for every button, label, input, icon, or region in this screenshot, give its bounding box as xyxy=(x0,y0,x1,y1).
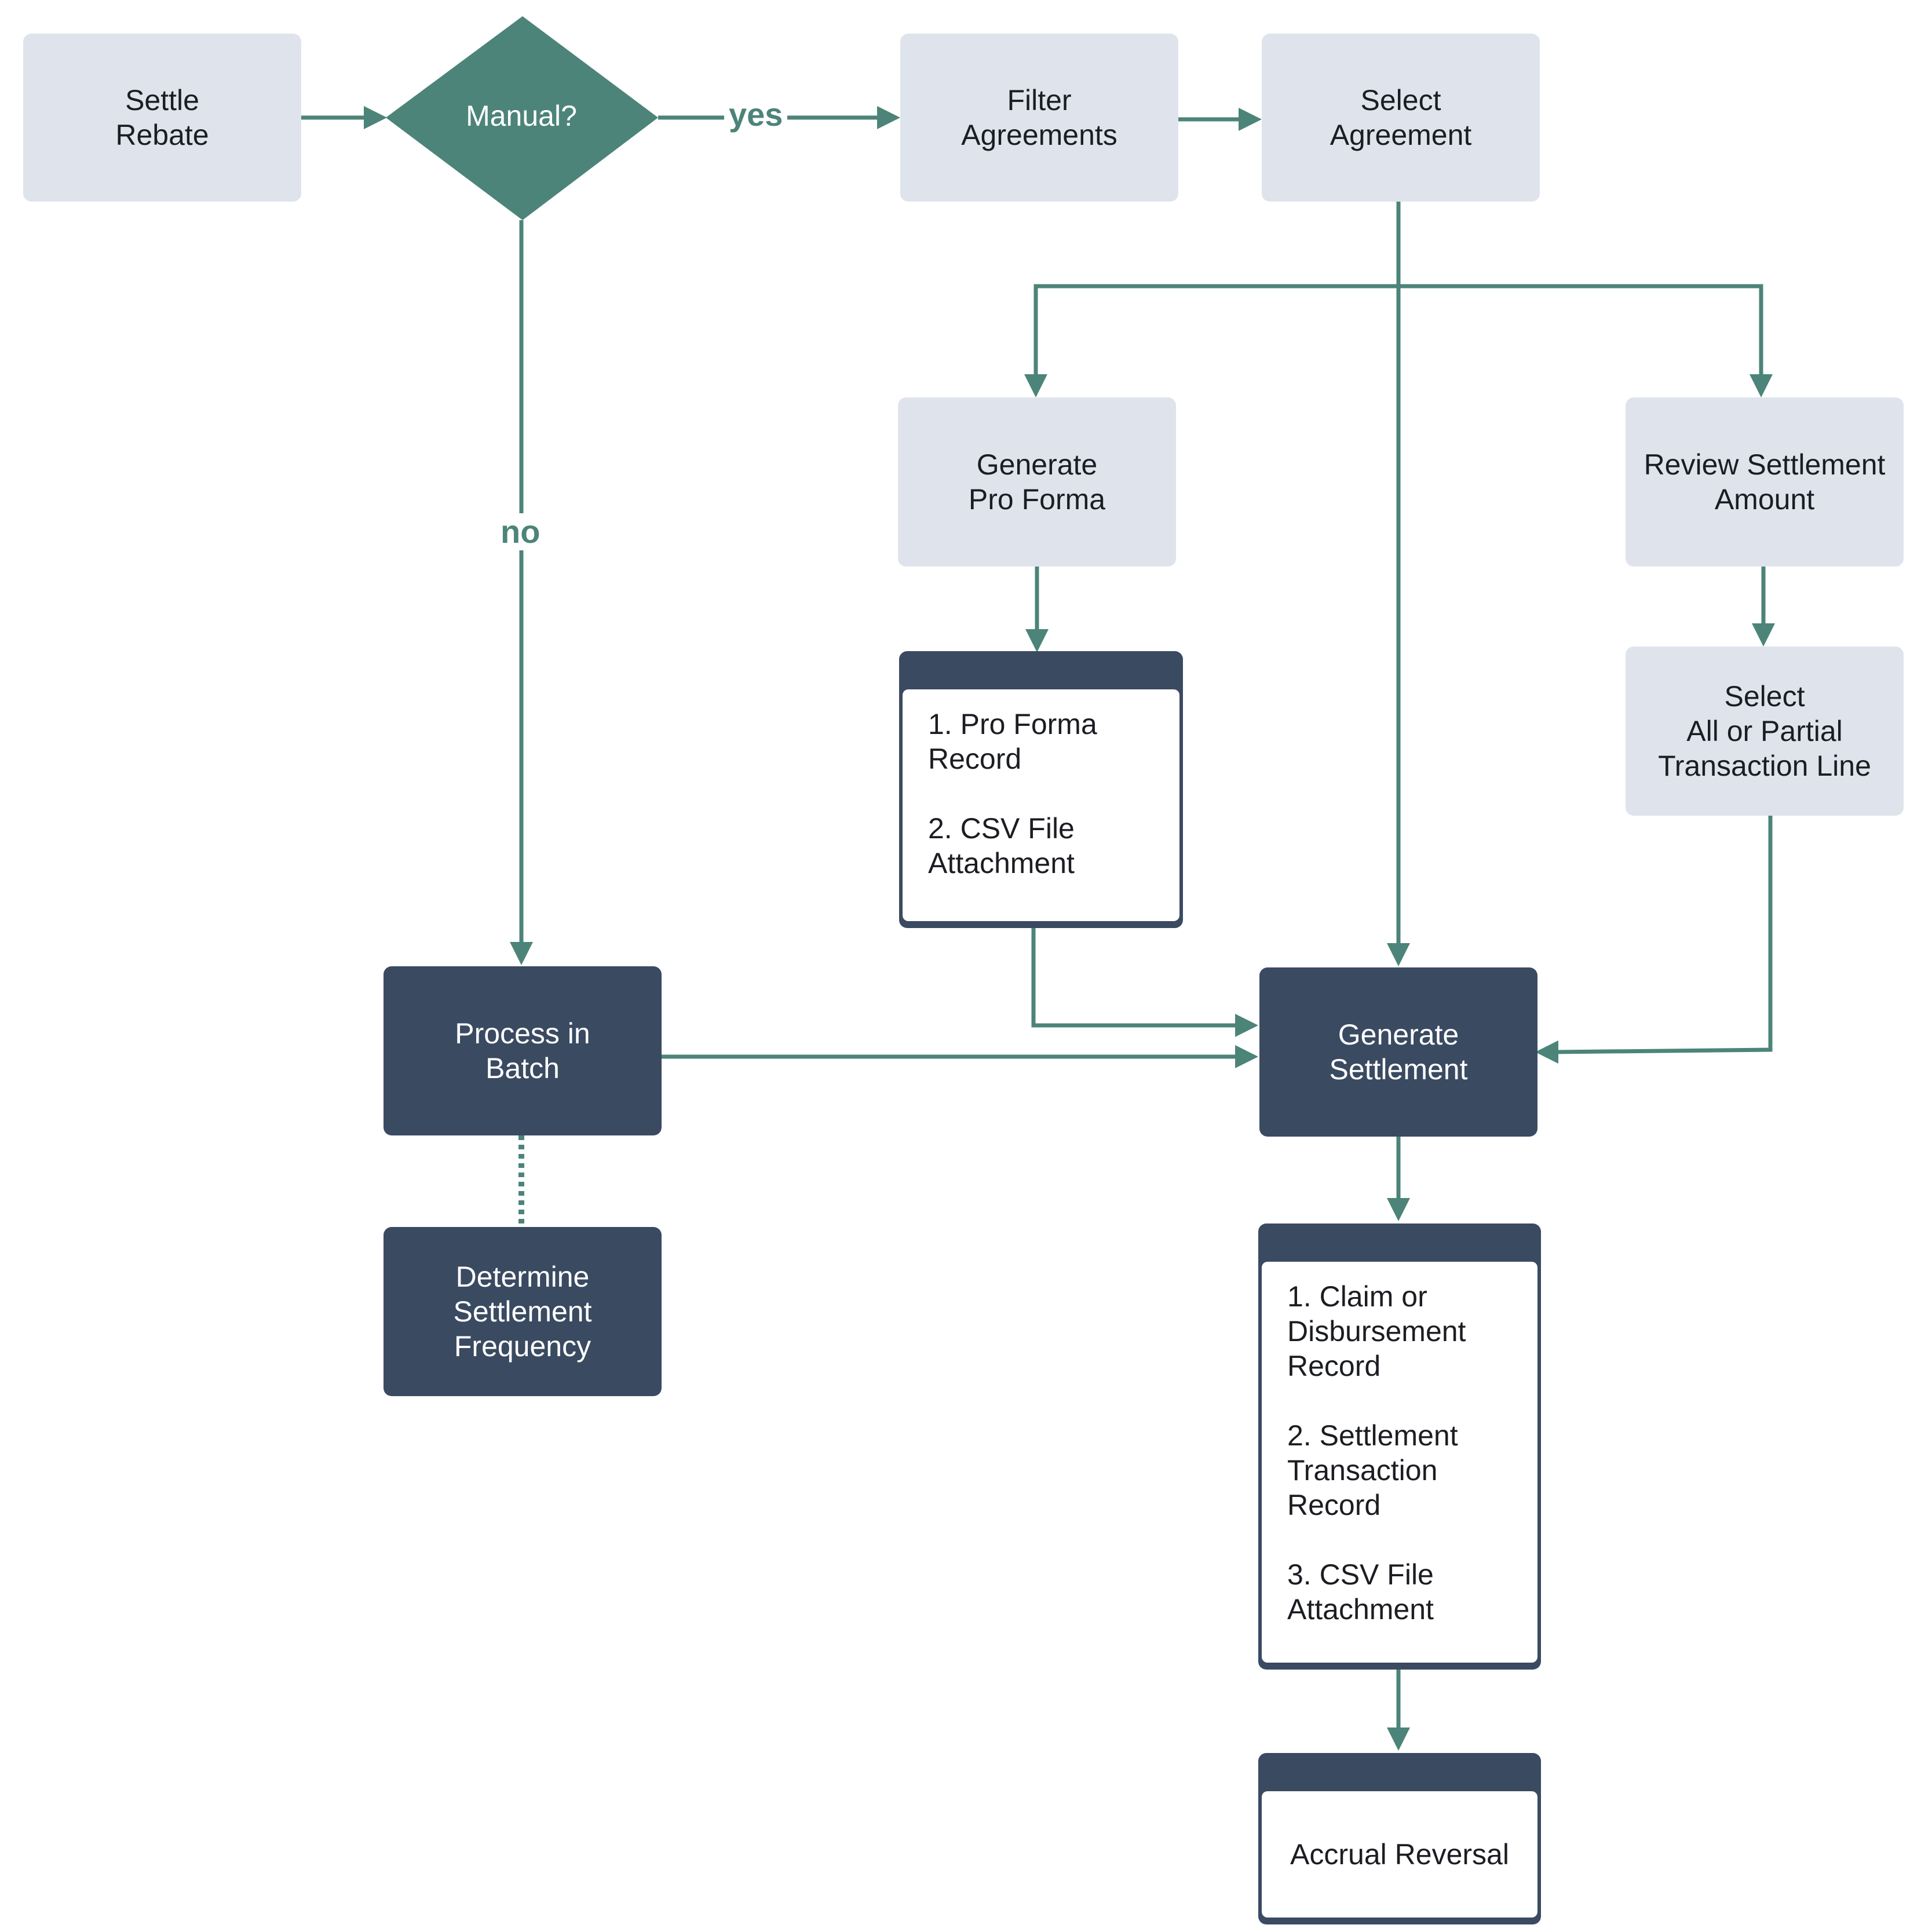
node-generate-pro-forma[interactable]: Generate Pro Forma xyxy=(898,397,1176,567)
arrowhead xyxy=(1025,629,1049,652)
arrowhead xyxy=(1235,1014,1258,1037)
node-determine-settlement-frequency-label: Determine Settlement Frequency xyxy=(453,1261,592,1363)
edge-label-yes: yes xyxy=(724,96,788,133)
node-select-agreement-label: Select Agreement xyxy=(1330,84,1472,151)
decision-manual-label: Manual? xyxy=(466,100,577,132)
edge-split-to-review xyxy=(1398,284,1763,377)
node-review-settlement-amount[interactable]: Review Settlement Amount xyxy=(1626,397,1904,567)
node-settlement-outputs[interactable]: 1. Claim or Disbursement Record 2. Settl… xyxy=(1258,1224,1541,1670)
node-settle-rebate-label: Settle Rebate xyxy=(115,84,209,151)
arrowhead xyxy=(1239,108,1262,131)
arrowhead xyxy=(364,106,387,129)
arrowhead xyxy=(510,942,533,965)
edge-select-lines-to-settlement xyxy=(1554,815,1773,1054)
node-filter-agreements[interactable]: Filter Agreements xyxy=(900,34,1178,202)
node-pro-forma-outputs[interactable]: 1. Pro Forma Record 2. CSV File Attachme… xyxy=(899,651,1183,928)
node-generate-settlement[interactable]: Generate Settlement xyxy=(1259,967,1537,1137)
arrowhead xyxy=(1752,623,1775,647)
node-settlement-outputs-header xyxy=(1262,1224,1537,1262)
arrowhead xyxy=(877,106,900,129)
edge-outputs-to-settlement xyxy=(1031,925,1240,1028)
edge-split-to-pro-forma xyxy=(1033,284,1398,377)
node-select-transaction-lines[interactable]: Select All or Partial Transaction Line xyxy=(1626,647,1904,816)
arrowhead xyxy=(1387,1198,1410,1221)
node-process-in-batch[interactable]: Process in Batch xyxy=(384,966,662,1135)
node-pro-forma-outputs-header xyxy=(903,651,1179,689)
arrowhead xyxy=(1235,1045,1258,1068)
node-accrual-reversal[interactable]: Accrual Reversal xyxy=(1258,1753,1541,1924)
node-pro-forma-outputs-body: 1. Pro Forma Record 2. CSV File Attachme… xyxy=(903,689,1179,921)
node-accrual-reversal-header xyxy=(1262,1753,1537,1791)
node-select-transaction-lines-label: Select All or Partial Transaction Line xyxy=(1658,680,1871,782)
node-review-settlement-amount-label: Review Settlement Amount xyxy=(1644,448,1886,516)
node-select-agreement[interactable]: Select Agreement xyxy=(1262,34,1540,202)
arrowhead xyxy=(1387,943,1410,966)
node-generate-settlement-label: Generate Settlement xyxy=(1329,1018,1468,1086)
node-generate-pro-forma-label: Generate Pro Forma xyxy=(968,448,1106,516)
node-filter-agreements-label: Filter Agreements xyxy=(961,84,1117,151)
arrowhead xyxy=(1535,1040,1558,1064)
node-process-in-batch-label: Process in Batch xyxy=(455,1017,590,1084)
edge-label-no: no xyxy=(496,513,545,550)
node-settlement-outputs-body: 1. Claim or Disbursement Record 2. Settl… xyxy=(1262,1262,1537,1663)
node-accrual-reversal-body: Accrual Reversal xyxy=(1262,1791,1537,1918)
arrowhead xyxy=(1750,374,1773,397)
node-determine-settlement-frequency[interactable]: Determine Settlement Frequency xyxy=(384,1227,662,1396)
decision-diamond xyxy=(386,16,658,220)
arrowhead xyxy=(1024,374,1047,397)
node-settle-rebate[interactable]: Settle Rebate xyxy=(23,34,301,202)
arrowhead xyxy=(1387,1728,1410,1751)
